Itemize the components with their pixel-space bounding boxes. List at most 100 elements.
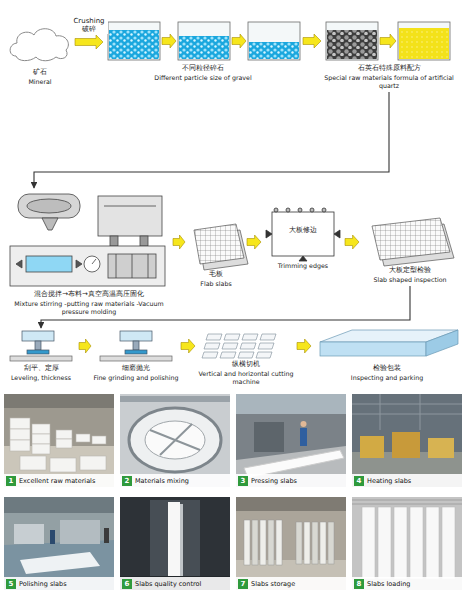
photo-warehouse: [50, 458, 76, 472]
photo-panel: 3Pressing slabs: [236, 394, 346, 487]
photo-storage: [304, 522, 310, 564]
photo-caption: Heating slabs: [367, 477, 411, 485]
trimming-frame: [298, 208, 302, 212]
photo-press: [254, 422, 284, 452]
leveling-stage: 刮平、定厚Leveling, thickness: [4, 328, 78, 384]
photo-polishing: [4, 497, 114, 513]
photo-polishing: [50, 530, 55, 544]
photo-quality: [120, 497, 230, 590]
press-machine: [16, 260, 22, 268]
photo-warehouse: [32, 434, 50, 444]
cut-slabs: [202, 334, 276, 358]
caption-bar: 4Heating slabs: [352, 474, 462, 487]
press-machine: [10, 246, 165, 286]
photo-storage: [236, 497, 346, 590]
cloud-mineral: [10, 29, 68, 61]
photo-warehouse: [4, 446, 114, 487]
caption-en: Special raw materials formula of artific…: [322, 74, 456, 90]
press-machine: [76, 260, 82, 268]
cut-slabs: [204, 343, 220, 349]
photo-storage: [328, 522, 334, 564]
gravel-container: [179, 36, 229, 59]
caption-zh: 毛板: [186, 270, 246, 279]
photo-panel: 7Slabs storage: [236, 497, 346, 590]
photo-quality: [120, 576, 230, 590]
step-arrow: [380, 34, 396, 48]
trimming-frame: [266, 230, 272, 238]
gravel-container: [248, 22, 300, 60]
grinding-head: [133, 341, 139, 350]
step-arrow: [345, 235, 359, 249]
photo-caption: Materials mixing: [135, 477, 189, 485]
photo-heating: [428, 438, 454, 458]
caption-bar: 7Slabs storage: [236, 577, 346, 590]
gravel-container: [399, 28, 449, 59]
caption-zh: 纵横切机: [196, 360, 296, 369]
caption-bar: 8Slabs loading: [352, 577, 462, 590]
inspection-stage: 大板定型检验Slab shaped inspection: [360, 208, 460, 286]
packed-slab: [320, 330, 458, 356]
cut-slabs: [238, 352, 254, 358]
gravel-container: [108, 22, 450, 60]
caption-zh: 矿石: [6, 68, 74, 77]
photo-heating: [360, 436, 384, 458]
photo-loading: [410, 507, 423, 579]
photo-quality: [168, 502, 180, 578]
step-arrow: [173, 235, 185, 249]
photo-number: 3: [238, 476, 248, 486]
packing-stage: 检验包装Inspecting and parking: [312, 328, 462, 384]
photo-warehouse: [10, 440, 30, 451]
photo-caption: Slabs quality control: [135, 580, 201, 588]
photo-mixer: [150, 424, 200, 455]
cutting-stage: 纵横切机Vertical and horizontal cutting mach…: [196, 328, 296, 388]
step-arrow: [162, 34, 176, 48]
press-machine: [132, 254, 133, 278]
photo-panel: 6Slabs quality control: [120, 497, 230, 590]
photo-number: 2: [122, 476, 132, 486]
polishing-stage: 细磨抛光Fine grinding and polishing: [92, 328, 180, 384]
caption-en: Different particle size of gravel: [104, 74, 302, 82]
press-machine: [104, 206, 156, 207]
trimming-frame: [286, 208, 290, 212]
cut-slabs: [256, 352, 272, 358]
grinding-head: [27, 350, 49, 354]
caption-en: Mineral: [6, 78, 74, 86]
photo-caption: Polishing slabs: [19, 580, 67, 588]
photo-caption: Excellent raw materials: [19, 477, 95, 485]
photo-mixer: [120, 394, 230, 487]
caption-bar: 6Slabs quality control: [120, 577, 230, 590]
step-arrow: [181, 339, 195, 353]
photo-panel: 5Polishing slabs: [4, 497, 114, 590]
caption-zh: 不同粒径碎石: [104, 64, 302, 73]
photo-storage: [244, 520, 334, 565]
press-machine: [26, 256, 72, 272]
cut-slabs: [258, 343, 274, 349]
step-arrow: [247, 235, 261, 249]
photo-loading: [394, 507, 407, 579]
cut-slabs: [240, 343, 256, 349]
caption-en: Vertical and horizontal cutting machine: [196, 370, 296, 386]
photo-polishing: [60, 520, 100, 544]
cut-slabs: [222, 343, 238, 349]
photo-storage: [260, 520, 266, 565]
photo-number: 5: [6, 579, 16, 589]
photo-quality: [150, 500, 200, 580]
caption-zh: 刮平、定厚: [4, 364, 78, 373]
photo-warehouse: [92, 436, 106, 444]
caption-bar: 3Pressing slabs: [236, 474, 346, 487]
trimming-stage: 大板修边Trimming edges: [262, 200, 344, 272]
photo-storage: [320, 522, 326, 564]
photo-loading: [352, 497, 462, 590]
photo-polishing: [104, 528, 109, 543]
caption-zh: 检验包装: [312, 364, 462, 373]
photo-caption: Slabs loading: [367, 580, 410, 588]
photo-press: [236, 394, 346, 414]
trimming-frame: [334, 230, 340, 238]
edge-label: Crushing 破碎: [70, 17, 108, 35]
caption-en: Flab slabs: [186, 280, 246, 288]
photo-warehouse: [4, 394, 114, 487]
caption-en: Mixture stirring -putting raw materials …: [6, 300, 172, 316]
photo-press: [300, 428, 307, 446]
cut-slabs: [242, 334, 258, 340]
